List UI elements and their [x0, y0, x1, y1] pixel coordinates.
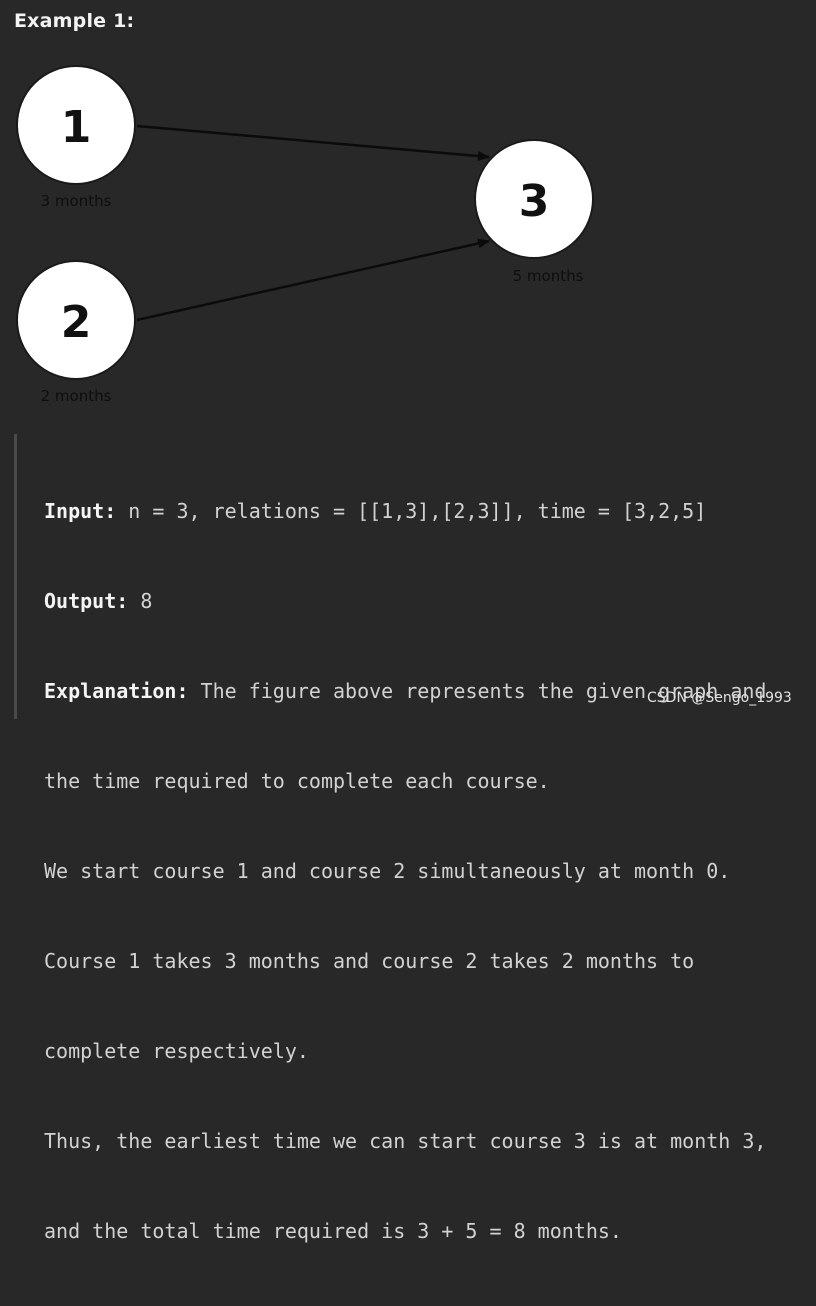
example-heading: Example 1: — [14, 10, 135, 32]
node-label: 2 — [61, 297, 92, 348]
explanation-label: Explanation: — [44, 679, 189, 703]
explanation-line: Explanation: The figure above represents… — [44, 676, 766, 706]
node-duration-label: 5 months — [513, 267, 584, 285]
explanation-line: Course 1 takes 3 months and course 2 tak… — [44, 949, 695, 973]
example-text: Input: n = 3, relations = [[1,3],[2,3]],… — [44, 436, 766, 1306]
output-label: Output: — [44, 589, 129, 613]
output-value: 8 — [128, 589, 153, 613]
output-line: Output: 8 — [44, 586, 766, 616]
explanation-line: complete respectively. — [44, 1039, 309, 1063]
edge-2-to-3 — [136, 238, 490, 322]
node-circle — [16, 65, 136, 185]
course-graph: 1 3 months 2 2 months 3 5 months — [16, 65, 594, 405]
graph-node-2: 2 — [16, 260, 136, 380]
explanation-line: the time required to complete each cours… — [44, 769, 550, 793]
input-label: Input: — [44, 499, 117, 523]
node-circle — [16, 260, 136, 380]
explanation-line: and the total time required is 3 + 5 = 8… — [44, 1219, 622, 1243]
watermark: CSDN @Sengo_1993 — [647, 690, 792, 706]
node-label: 3 — [519, 176, 550, 227]
input-value: n = 3, relations = [[1,3],[2,3]], time =… — [116, 499, 707, 523]
input-line: Input: n = 3, relations = [[1,3],[2,3]],… — [44, 496, 766, 526]
explanation-line: We start course 1 and course 2 simultane… — [44, 859, 731, 883]
example-blockquote: Input: n = 3, relations = [[1,3],[2,3]],… — [14, 434, 816, 1243]
graph-node-1: 1 — [16, 65, 136, 185]
node-duration-label: 2 months — [41, 387, 112, 405]
explanation-line: Thus, the earliest time we can start cou… — [44, 1129, 767, 1153]
graph-node-3: 3 — [474, 139, 594, 259]
node-circle — [474, 139, 594, 259]
node-duration-label: 3 months — [41, 192, 112, 210]
edge-1-to-3 — [136, 124, 490, 162]
node-label: 1 — [61, 102, 92, 153]
explanation-text: The figure above represents the given gr… — [188, 679, 767, 703]
